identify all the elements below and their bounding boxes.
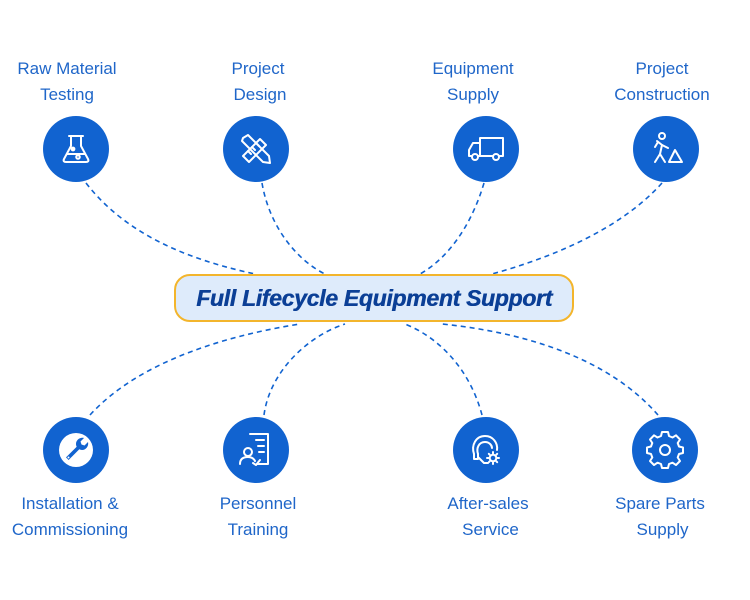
node-label-raw-material-testing: Raw Material Testing xyxy=(0,56,147,108)
truck-icon xyxy=(468,137,504,161)
node-label-line1: Installation & xyxy=(21,494,119,513)
node-spare-parts-supply xyxy=(632,417,698,483)
node-label-line2: Design xyxy=(233,85,287,104)
node-label-line2: Testing xyxy=(40,85,94,104)
flask-icon xyxy=(62,135,90,163)
node-label-after-sales-service: After-sales Service xyxy=(408,491,568,543)
gear-icon xyxy=(646,431,684,469)
node-label-personnel-training: Personnel Training xyxy=(178,491,338,543)
node-project-design xyxy=(223,116,289,182)
connector-equipment-supply xyxy=(419,182,485,275)
node-label-line1: Raw Material xyxy=(17,59,117,78)
node-raw-material-testing xyxy=(43,116,109,182)
trainee-document-icon xyxy=(239,433,269,466)
connector-spare-parts-supply xyxy=(441,323,659,416)
connector-personnel-training xyxy=(263,323,346,416)
central-theme-box: Full Lifecycle Equipment Support xyxy=(174,274,574,322)
central-theme-title: Full Lifecycle Equipment Support xyxy=(196,284,552,311)
node-label-project-construction: Project Construction xyxy=(582,56,742,108)
node-label-line1: Project xyxy=(231,59,285,78)
node-equipment-supply xyxy=(453,116,519,182)
node-label-equipment-supply: Equipment Supply xyxy=(393,56,553,108)
node-label-line1: After-sales xyxy=(447,494,529,513)
node-label-line2: Supply xyxy=(636,520,689,539)
node-label-installation-commissioning: Installation & Commissioning xyxy=(0,491,150,543)
node-project-construction xyxy=(633,116,699,182)
node-label-line2: Commissioning xyxy=(11,520,129,539)
node-label-line1: Equipment xyxy=(432,59,514,78)
connector-after-sales-service xyxy=(404,323,483,416)
node-installation-commissioning xyxy=(43,417,109,483)
node-label-project-design: Project Design xyxy=(178,56,338,108)
node-label-line2: Supply xyxy=(447,85,499,104)
node-label-line2: Training xyxy=(227,520,289,539)
connector-project-construction xyxy=(491,182,663,275)
node-label-line2: Construction xyxy=(614,85,710,104)
node-label-spare-parts-supply: Spare Parts Supply xyxy=(580,491,740,543)
node-label-line1: Spare Parts xyxy=(615,494,705,513)
node-label-line1: Personnel xyxy=(219,494,297,513)
node-after-sales-service xyxy=(453,417,519,483)
wrench-icon xyxy=(59,433,93,467)
node-label-line1: Project xyxy=(635,59,689,78)
node-personnel-training xyxy=(223,417,289,483)
ruler-pencil-icon xyxy=(241,134,271,164)
node-label-line2: Service xyxy=(462,520,519,539)
connector-raw-material-testing xyxy=(85,182,256,275)
worker-icon xyxy=(654,132,683,163)
headset-gear-icon xyxy=(472,435,500,465)
connector-project-design xyxy=(261,182,326,275)
connector-installation-commissioning xyxy=(89,323,301,416)
